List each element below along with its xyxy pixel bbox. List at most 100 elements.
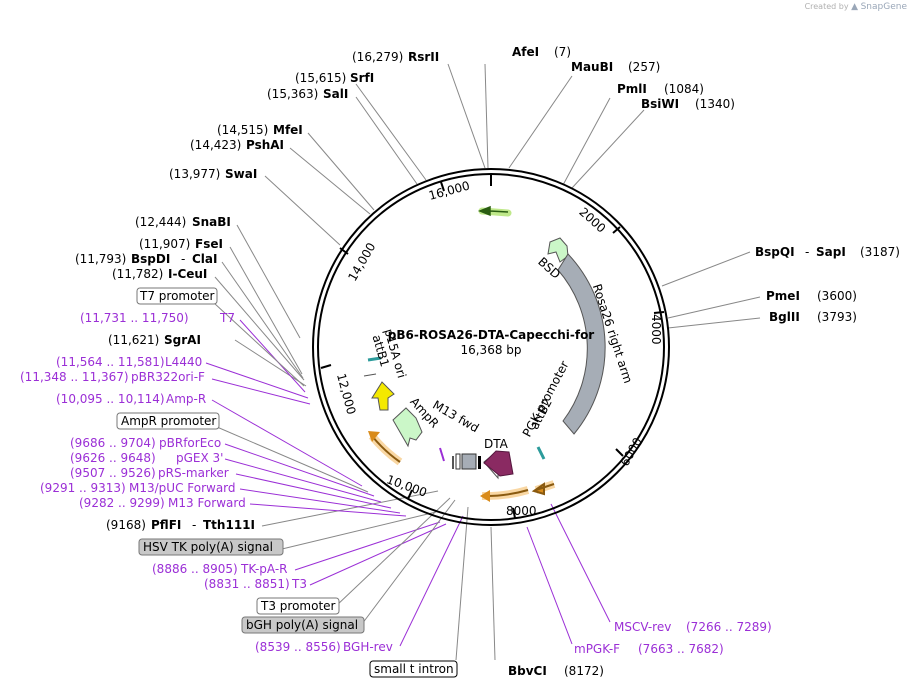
enzyme-pos-sgrai: (11,621) bbox=[108, 333, 159, 347]
enzyme-name-fsei: FseI bbox=[195, 237, 223, 251]
m13-fwd-marker bbox=[439, 447, 445, 462]
bsd-arrow-icon bbox=[547, 237, 569, 263]
tick-label-8000: 8000 bbox=[506, 504, 537, 518]
attb1-marker bbox=[367, 356, 382, 362]
enzyme-name-afei: AfeI bbox=[512, 45, 539, 59]
orange-arrow-left-icon bbox=[368, 431, 380, 442]
primer-name-pbrforeco: pBRforEco bbox=[159, 436, 221, 450]
attb1-line bbox=[363, 373, 377, 377]
primer-name-pgex3: pGEX 3' bbox=[176, 451, 223, 465]
enzyme-pos-rsrii: (16,279) bbox=[352, 50, 403, 64]
primer-pos-mscvrev: (7266 .. 7289) bbox=[686, 620, 772, 634]
enzyme-name-swai: SwaI bbox=[225, 167, 257, 181]
enzyme-name-sapi: SapI bbox=[816, 245, 846, 259]
tick-label-10000: 10,000 bbox=[385, 472, 429, 500]
enzyme-sep-pflfi: - bbox=[192, 518, 196, 532]
primer-pos-ampr: (10,095 .. 10,114) bbox=[56, 392, 165, 406]
enzyme-name-pmei: PmeI bbox=[766, 289, 800, 303]
primer-labels: (11,731 .. 11,750) T7 (11,564 .. 11,581)… bbox=[20, 311, 772, 656]
primer-pos-m13puc: (9291 .. 9313) bbox=[40, 481, 126, 495]
tick-label-12000: 12,000 bbox=[334, 372, 358, 416]
box-label-bgh-polya: bGH poly(A) signal bbox=[246, 618, 358, 632]
t3-promoter-box bbox=[455, 453, 461, 470]
primer-name-mpgkf: mPGK-F bbox=[574, 642, 620, 656]
tick-label-16000: 16,000 bbox=[427, 179, 471, 203]
orange-arrow-bottom-icon bbox=[480, 490, 490, 502]
small-t-intron-box bbox=[461, 453, 477, 470]
box-t3-promoter bbox=[256, 597, 340, 615]
snapgene-credit: Created by ▲ SnapGene bbox=[805, 2, 907, 12]
box-label-small-t-intron: small t intron bbox=[374, 662, 454, 676]
primer-pos-t3: (8831 .. 8851) bbox=[204, 577, 290, 591]
enzyme-name-rsrii: RsrII bbox=[408, 50, 439, 64]
tick-marks bbox=[320, 174, 665, 519]
enzyme-pos-pmei: (3600) bbox=[817, 289, 857, 303]
enzyme-pos-pflfi: (9168) bbox=[106, 518, 146, 532]
box-label-t7-promoter: T7 promoter bbox=[139, 289, 215, 303]
enzyme-sep-bspqi: - bbox=[805, 245, 809, 259]
primer-pos-pbrforeco: (9686 .. 9704) bbox=[70, 436, 156, 450]
enzyme-pos-bsiwi: (1340) bbox=[695, 97, 735, 111]
primer-pos-prsmarker: (9507 .. 9526) bbox=[70, 466, 156, 480]
enzyme-name-pshai: PshAI bbox=[246, 138, 284, 152]
box-label-t3-promoter: T3 promoter bbox=[260, 599, 336, 613]
primer-name-pbr322ori: pBR322ori-F bbox=[131, 370, 205, 384]
primer-pos-l4440: (11,564 .. 11,581) bbox=[56, 355, 165, 369]
enzyme-name-snabi: SnaBI bbox=[192, 215, 231, 229]
enzyme-name-sali: SalI bbox=[323, 87, 348, 101]
primer-pos-pgex3: (9626 .. 9648) bbox=[70, 451, 156, 465]
enzyme-name-bspdi: BspDI bbox=[131, 252, 170, 266]
enzyme-name-mfei: MfeI bbox=[273, 123, 303, 137]
box-label-hsv-tk-polya: HSV TK poly(A) signal bbox=[143, 540, 273, 554]
tick-label-6000: 6000 bbox=[618, 435, 645, 468]
primer-name-ampr: Amp-R bbox=[166, 392, 206, 406]
tick-label-4000: 4000 bbox=[649, 314, 663, 345]
primer-name-t7: T7 bbox=[219, 311, 235, 325]
features bbox=[363, 205, 606, 502]
primer-name-m13fwd: M13 Forward bbox=[168, 496, 246, 510]
credit-brand: SnapGene bbox=[860, 2, 907, 12]
enzyme-pos-mfei: (14,515) bbox=[217, 123, 268, 137]
attb2-marker bbox=[536, 446, 546, 460]
credit-prefix: Created by bbox=[804, 2, 849, 11]
primer-leader-lines bbox=[205, 319, 611, 647]
enzyme-name-iceui: I-CeuI bbox=[168, 267, 207, 281]
primer-pos-mpgkf: (7663 .. 7682) bbox=[638, 642, 724, 656]
primer-pos-pbr322ori: (11,348 .. 11,367) bbox=[20, 370, 129, 384]
hsv-tk-marker bbox=[452, 456, 454, 469]
box-bgh-polya bbox=[241, 616, 365, 634]
enzyme-pos-iceui: (11,782) bbox=[112, 267, 163, 281]
bgh-marker bbox=[478, 456, 481, 469]
enzyme-pos-fsei: (11,907) bbox=[139, 237, 190, 251]
enzyme-sep-bspdi: - bbox=[181, 252, 185, 266]
plasmid-name: pB6-ROSA26-DTA-Capecchi-for bbox=[388, 328, 595, 342]
primer-name-m13puc: M13/pUC Forward bbox=[129, 481, 236, 495]
feature-label-dta: DTA bbox=[484, 437, 509, 451]
primer-name-t3: T3 bbox=[291, 577, 307, 591]
snapgene-logo-icon: ▲ bbox=[851, 2, 859, 12]
box-ampr-promoter bbox=[116, 412, 220, 430]
enzyme-pos-swai: (13,977) bbox=[169, 167, 220, 181]
primer-pos-t7: (11,731 .. 11,750) bbox=[80, 311, 189, 325]
rosa26-right-arm-arc bbox=[557, 253, 606, 435]
feature-leader-lines bbox=[213, 302, 469, 661]
primer-name-prsmarker: pRS-marker bbox=[158, 466, 229, 480]
enzyme-name-bbvci: BbvCI bbox=[508, 664, 547, 678]
primer-name-bghrev: BGH-rev bbox=[343, 640, 393, 654]
enzyme-name-bglii: BglII bbox=[769, 310, 800, 324]
top-green-arrow-icon bbox=[477, 205, 509, 217]
enzyme-name-sgrai: SgrAI bbox=[164, 333, 201, 347]
enzyme-pos-pmli: (1084) bbox=[664, 82, 704, 96]
primer-name-l4440: L4440 bbox=[165, 355, 202, 369]
enzyme-pos-srfi: (15,615) bbox=[295, 71, 346, 85]
box-label-ampr-promoter: AmpR promoter bbox=[121, 414, 216, 428]
primer-name-mscvrev: MSCV-rev bbox=[614, 620, 671, 634]
dta-arrow-icon bbox=[483, 450, 514, 477]
enzyme-pos-snabi: (12,444) bbox=[135, 215, 186, 229]
enzyme-name-tth111i: Tth111I bbox=[203, 518, 255, 532]
enzyme-pos-pshai: (14,423) bbox=[190, 138, 241, 152]
enzyme-pos-sali: (15,363) bbox=[267, 87, 318, 101]
primer-pos-tkpar: (8886 .. 8905) bbox=[152, 562, 238, 576]
plasmid-size: 16,368 bp bbox=[460, 343, 521, 357]
primer-pos-m13fwd: (9282 .. 9299) bbox=[79, 496, 165, 510]
